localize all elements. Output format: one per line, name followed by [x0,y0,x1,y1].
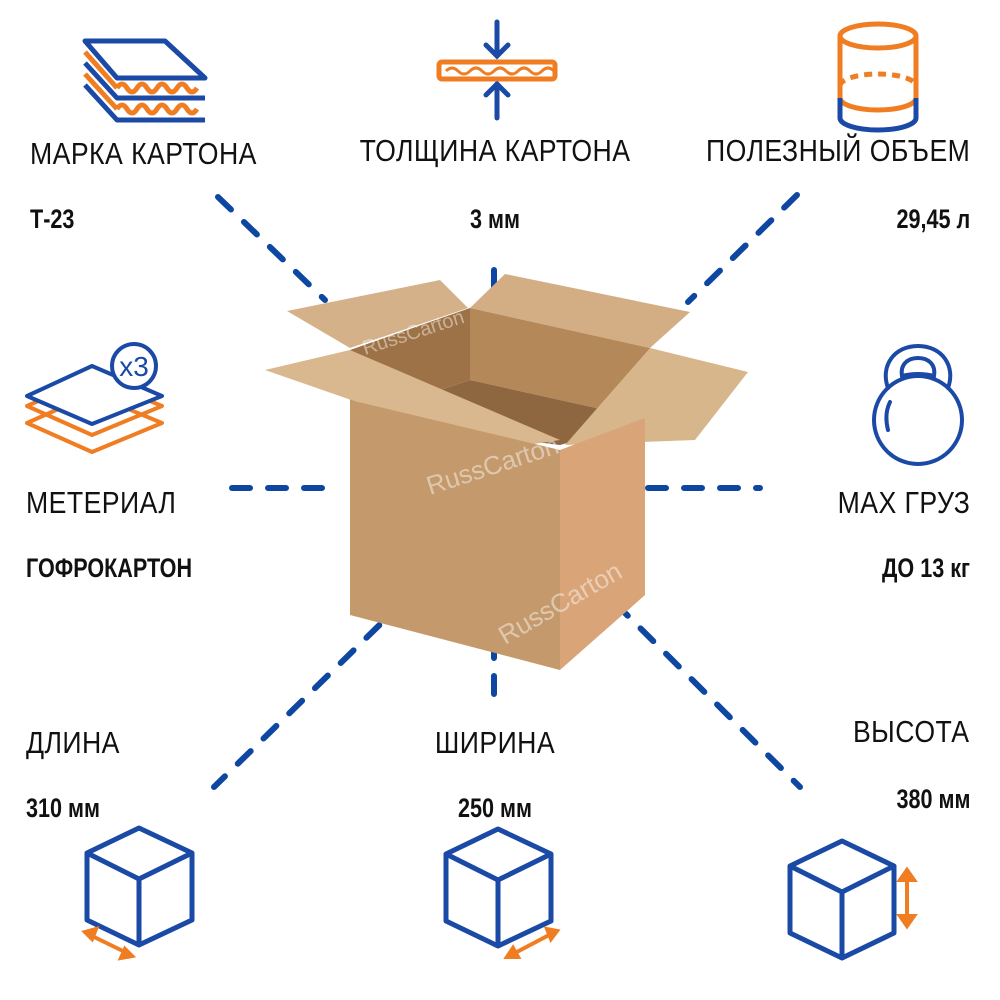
box-left-flap [287,280,468,348]
box-interior-back [470,308,650,420]
length-label: ДЛИНА [26,725,120,760]
thickness-label: ТОЛЩИНА КАРТОНА [359,133,631,168]
height-label: ВЫСОТА [853,714,970,749]
cube-length-icon [81,825,195,961]
thickness-icon [436,19,558,121]
width-value: 250 мм [458,793,532,823]
cube-height-icon [787,838,918,961]
cube-width-icon [443,826,561,959]
layers-x3-icon: x3 [25,342,164,454]
height-value: 380 мм [896,784,970,814]
kettlebell-icon [872,343,964,466]
connector-length [211,597,408,790]
length-value: 310 мм [26,793,100,823]
material-value: ГОФРОКАРТОН [26,553,193,583]
box-right-flap [565,348,748,445]
cylinder-volume-icon [837,21,919,133]
box-front-flap [265,350,560,450]
box-side-face [560,418,645,670]
cardboard-layers-icon [82,38,208,123]
width-label: ШИРИНА [434,725,556,760]
thickness-value: 3 мм [470,204,520,234]
box-back-flap [470,274,690,348]
maxload-value: ДО 13 кг [881,553,970,583]
layers-badge: x3 [119,351,149,382]
maxload-label: MAX ГРУЗ [837,485,970,520]
volume-label: ПОЛЕЗНЫЙ ОБЪЕМ [705,133,970,168]
connector-height [612,600,803,790]
brand-label: МАРКА КАРТОНА [30,136,257,171]
connector-brand [215,194,328,303]
brand-value: Т-23 [30,204,75,234]
box-front-face [350,400,560,670]
volume-value: 29,45 л [896,204,970,234]
material-label: МЕТЕРИАЛ [26,485,177,520]
connector-volume [685,192,800,305]
